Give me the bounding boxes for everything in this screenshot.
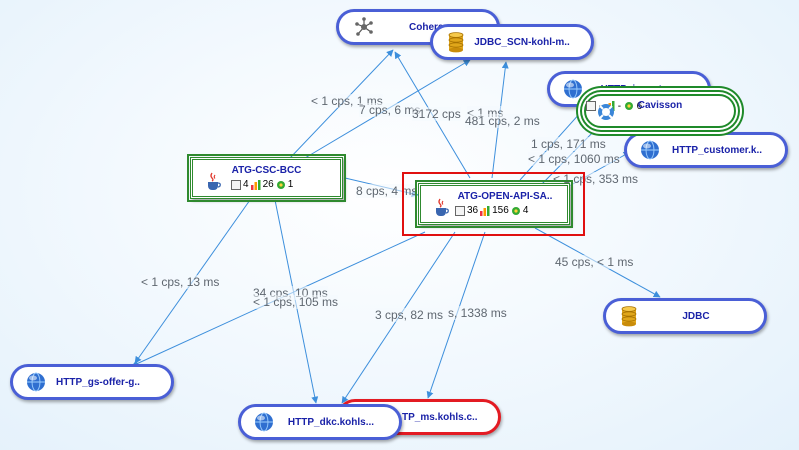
- database-icon: [618, 305, 640, 327]
- gear-icon: [624, 101, 634, 111]
- selection-highlight: [402, 172, 585, 236]
- database-icon: [445, 31, 467, 53]
- calls-icon: [231, 179, 241, 190]
- node-atg-csc-bcc[interactable]: ATG-CSC-BCC 4 26 1: [187, 154, 346, 202]
- stat-calls: 4: [243, 179, 249, 190]
- node-http-customer[interactable]: HTTP_customer.k..: [624, 132, 788, 168]
- java-icon: [205, 171, 221, 191]
- edge-label: 3 cps, 82 ms: [375, 308, 444, 322]
- edge-label: 481 cps, 2 ms: [465, 114, 540, 128]
- lifebuoy-icon: [596, 102, 616, 122]
- edge-label: 3172 cps: [412, 107, 461, 121]
- edge-label: 45 cps, < 1 ms: [555, 255, 634, 269]
- node-label: JDBC: [682, 310, 710, 322]
- node-label: HTTP_dkc.kohls...: [287, 416, 375, 428]
- node-label: HTTP_gs-offer-g..: [56, 376, 140, 388]
- hub-icon: [353, 16, 375, 38]
- node-jdbc-scn[interactable]: JDBC_SCN-kohl-m..: [430, 24, 594, 60]
- stat-calls: 36: [467, 205, 479, 216]
- node-stats: 4 26 1: [231, 179, 293, 190]
- node-cavisson[interactable]: Cavisson - - 6: [584, 94, 736, 128]
- edge-label: < 1 cps, 13 ms: [141, 275, 220, 289]
- java-icon: [433, 197, 449, 217]
- stat-bars: -: [617, 101, 622, 112]
- node-label: ATG-OPEN-API-SA..: [457, 191, 553, 202]
- node-http-gs-offer[interactable]: HTTP_gs-offer-g..: [10, 364, 174, 400]
- node-label: JDBC_SCN-kohl-m..: [474, 36, 570, 48]
- calls-icon: [455, 205, 465, 216]
- calls-icon: [586, 101, 596, 112]
- node-http-dkc[interactable]: HTTP_dkc.kohls...: [238, 404, 402, 440]
- edge-label: < 1 cps, 1060 ms: [528, 152, 620, 166]
- gear-icon: [276, 180, 286, 190]
- gear-icon: [511, 206, 521, 216]
- stat-threads: 6: [636, 101, 643, 112]
- node-label: Cohere: [409, 21, 444, 33]
- edge-label: s, 1338 ms: [448, 306, 507, 320]
- globe-icon: [253, 411, 275, 433]
- stat-bars: 156: [492, 205, 509, 216]
- bar-chart-icon: [480, 205, 490, 216]
- node-label: HTTP_inventory: [600, 83, 678, 95]
- edge-label: 1 cps, 171 ms: [531, 137, 606, 151]
- node-jdbc[interactable]: JDBC: [603, 298, 767, 334]
- node-atg-open-api[interactable]: ATG-OPEN-API-SA.. 36 156 4: [415, 180, 573, 228]
- bar-chart-icon: [250, 179, 261, 190]
- edge-label: < 1 cps, 353 ms: [553, 172, 639, 186]
- stat-threads: 4: [522, 205, 529, 216]
- node-label: HTTP_customer.k..: [671, 144, 763, 156]
- globe-icon: [639, 139, 661, 161]
- globe-icon: [25, 371, 47, 393]
- node-label: Cavisson: [637, 100, 683, 111]
- edge-label: < 1 cps, 105 ms: [253, 295, 339, 309]
- node-label: TP_ms.kohls.c..: [402, 411, 478, 423]
- node-label: ATG-CSC-BCC: [231, 165, 302, 176]
- globe-icon: [562, 78, 584, 100]
- stat-threads: 1: [287, 179, 294, 190]
- stat-bars: 26: [262, 179, 274, 190]
- node-stats: 36 156 4: [455, 205, 528, 216]
- edge-label: 7 cps, 6 ms: [359, 103, 421, 117]
